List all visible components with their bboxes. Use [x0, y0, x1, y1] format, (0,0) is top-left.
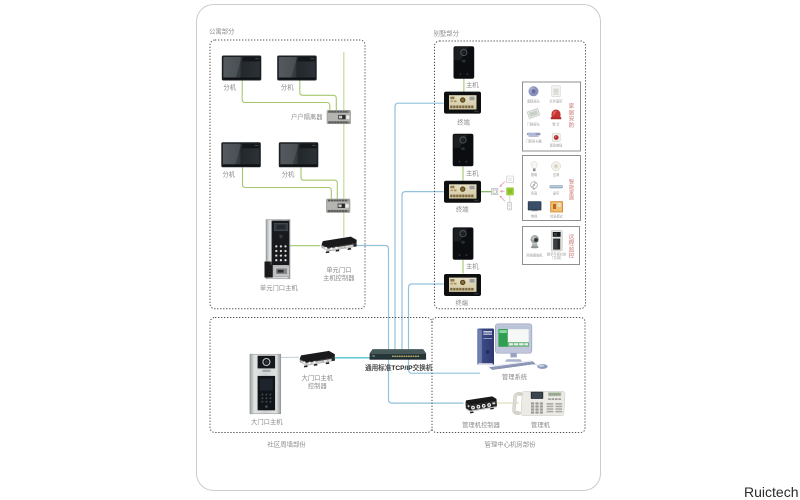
svg-text:门磁探头: 门磁探头: [527, 121, 541, 126]
svg-text:警 灯: 警 灯: [552, 121, 560, 126]
svg-text:空调: 空调: [553, 172, 559, 177]
svg-text:能: 能: [569, 183, 575, 191]
svg-text:程: 程: [569, 239, 575, 247]
svg-text:分机: 分机: [281, 83, 294, 92]
svg-text:终端: 终端: [457, 117, 470, 126]
svg-text:户户隔离器: 户户隔离器: [291, 112, 323, 121]
svg-text:网络摄像机: 网络摄像机: [527, 252, 544, 257]
svg-text:紧急按钮: 紧急按钮: [550, 142, 564, 147]
svg-text:门口机: 门口机: [552, 255, 562, 260]
svg-text:通用标准TCP/IP交换机: 通用标准TCP/IP交换机: [365, 363, 433, 372]
svg-text:门禁读卡器: 门禁读卡器: [526, 139, 543, 144]
svg-text:Ruictech: Ruictech: [744, 484, 798, 500]
svg-text:别墅部分: 别墅部分: [434, 29, 460, 38]
svg-text:风扇: 风扇: [531, 191, 537, 196]
svg-text:居: 居: [569, 109, 575, 116]
svg-text:情景模式: 情景模式: [550, 213, 564, 218]
svg-text:控制器: 控制器: [308, 381, 328, 390]
svg-text:烟感探头: 烟感探头: [527, 99, 541, 104]
svg-text:终端: 终端: [456, 298, 469, 307]
svg-text:管理中心机房部份: 管理中心机房部份: [484, 440, 536, 449]
svg-text:窗帘: 窗帘: [553, 191, 559, 196]
svg-text:分机: 分机: [223, 170, 236, 179]
svg-text:分机: 分机: [223, 83, 236, 92]
svg-text:监: 监: [569, 245, 575, 253]
svg-text:主机: 主机: [466, 261, 479, 270]
svg-text:家: 家: [569, 188, 575, 196]
svg-text:分机: 分机: [282, 170, 295, 179]
svg-text:大门口主机: 大门口主机: [302, 373, 334, 382]
svg-text:控: 控: [569, 252, 575, 260]
svg-text:大门口主机: 大门口主机: [251, 417, 283, 426]
svg-text:单元门口主机: 单元门口主机: [260, 283, 298, 292]
svg-text:主机控制器: 主机控制器: [323, 273, 355, 282]
svg-text:居: 居: [569, 195, 574, 202]
svg-text:红外幕帘: 红外幕帘: [550, 99, 563, 104]
svg-text:照明: 照明: [531, 173, 537, 177]
svg-text:公寓部分: 公寓部分: [209, 27, 235, 36]
svg-text:管理机: 管理机: [531, 420, 551, 429]
svg-text:终端: 终端: [456, 204, 469, 213]
svg-text:安: 安: [569, 115, 575, 123]
svg-text:家: 家: [569, 102, 575, 110]
svg-text:单元门口: 单元门口: [326, 265, 351, 274]
svg-text:防: 防: [569, 121, 575, 129]
svg-text:主机: 主机: [466, 168, 479, 177]
svg-text:主机: 主机: [466, 80, 479, 89]
svg-text:管理系统: 管理系统: [502, 372, 528, 381]
svg-text:远: 远: [569, 233, 575, 241]
svg-text:智: 智: [569, 178, 574, 186]
svg-text:数字可视对讲: 数字可视对讲: [547, 251, 567, 256]
svg-text:社区周墙部份: 社区周墙部份: [267, 440, 306, 449]
svg-text:电视: 电视: [531, 213, 538, 218]
svg-text:管理机控制器: 管理机控制器: [462, 420, 500, 429]
